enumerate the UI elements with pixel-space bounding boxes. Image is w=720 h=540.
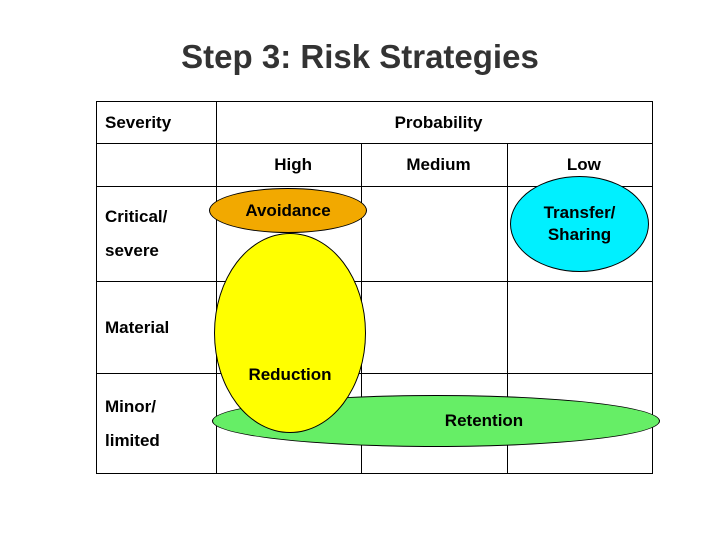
- strategy-label-reduction: Reduction: [248, 365, 332, 384]
- strategy-label-avoidance: Avoidance: [245, 200, 331, 220]
- row-label-material: Material: [96, 281, 217, 374]
- header-blank-cell: [96, 143, 217, 187]
- strategy-label-retention: Retention: [444, 411, 524, 430]
- strategy-ellipse-reduction[interactable]: Reduction: [214, 233, 366, 433]
- header-probability-high: High: [215, 143, 363, 187]
- table-row-material: Material: [96, 281, 654, 374]
- table-row-level-header: High Medium Low: [96, 143, 654, 187]
- strategy-ellipse-avoidance[interactable]: Avoidance: [209, 188, 367, 233]
- row-label-minor-line2: limited: [105, 430, 160, 450]
- cell-critical-medium: [361, 186, 508, 282]
- header-severity: Severity: [96, 101, 217, 144]
- header-probability: Probability: [216, 101, 653, 144]
- cell-material-medium: [361, 281, 508, 374]
- header-probability-medium: Medium: [361, 143, 508, 187]
- row-label-critical-line2: severe: [105, 241, 159, 260]
- row-label-critical-line1: Critical/: [105, 207, 168, 226]
- row-label-minor-limited: Minor/ limited: [96, 373, 217, 474]
- strategy-label-transfer-sharing: Transfer/ Sharing: [544, 202, 616, 246]
- row-label-material-line1: Material: [105, 317, 170, 337]
- strategy-label-transfer-line2: Sharing: [547, 225, 612, 244]
- cell-material-low: [506, 281, 654, 374]
- strategy-ellipse-transfer-sharing[interactable]: Transfer/ Sharing: [510, 176, 649, 272]
- table-row-group-header: Severity Probability: [96, 101, 653, 144]
- row-label-minor-line1: Minor/: [105, 396, 156, 416]
- page-title: Step 3: Risk Strategies: [181, 38, 539, 75]
- row-label-critical-severe: Critical/ severe: [96, 186, 217, 282]
- strategy-label-transfer-line1: Transfer/: [543, 203, 616, 222]
